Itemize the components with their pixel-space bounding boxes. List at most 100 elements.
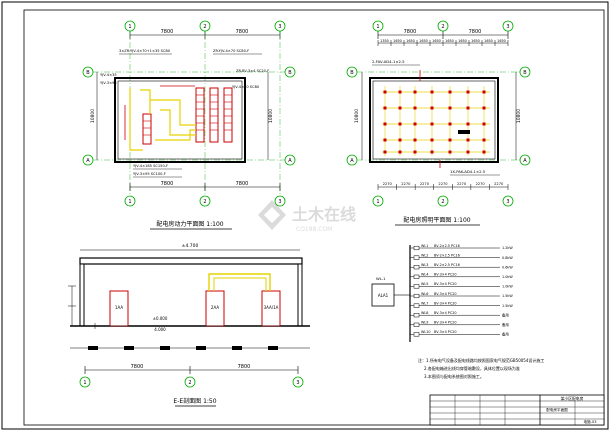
branch-code: WL9 [421,321,428,325]
svg-text:B: B [86,70,90,76]
watermark-main: 土木在线 [292,205,356,224]
branch-desc: BV-3×4 PC20 [434,301,457,305]
svg-text:2AA: 2AA [211,305,219,310]
axis-bubble-left-top-2: 2 [199,20,211,32]
svg-text:1: 1 [128,199,131,205]
power-plan: 7800 7800 1 2 3 B A B A [82,20,296,230]
light-fixture [383,122,387,126]
svg-text:A: A [86,158,90,164]
breaker-icon [413,332,420,337]
svg-text:1: 1 [83,380,86,386]
branch-load: 1.0kW [502,285,513,289]
axis-bubble-right-bottom-2: 2 [437,195,449,207]
lighting-panel [458,130,470,134]
light-fixture [430,122,434,126]
dim-section-1: 7800 [131,364,144,370]
light-fixture [482,122,486,126]
axis-bubble-right-side-a-right: A [519,154,531,166]
axis-bubble-left-top-3: 3 [274,20,286,32]
axis-bubble-left-side-b-right: B [284,66,296,78]
light-fixture [383,138,387,142]
axis-bubble-left-side-a: A [82,154,94,166]
svg-text:A: A [288,158,292,164]
light-fixture [466,138,470,142]
svg-text:B: B [523,70,527,76]
light-fixture [430,90,434,94]
section-span: 4.000 [154,327,166,332]
axis-bubble-right-top-1: 1 [372,20,384,32]
breaker-icon [413,322,420,327]
cabinet-row-left [142,113,152,145]
watermark-sub: CO188.COM [296,226,332,233]
svg-text:1: 1 [376,199,379,205]
section-roof [79,257,303,265]
anno-right-bottom: 1X-PAK-AD4-1×2.5 [450,169,486,174]
branch-desc: BV-3×4 PC20 [434,321,457,325]
axis-bubble-right-bottom-1: 1 [372,195,384,207]
light-fixture [448,90,452,94]
title-block: 某小区配电房 配电房平面图 电施-03 [429,394,605,426]
svg-text:1AA: 1AA [115,305,123,310]
branch-desc: BV-2×2.5 PC16 [434,244,460,248]
breaker-icon [413,265,420,270]
light-fixture [482,90,486,94]
svg-text:2: 2 [188,380,191,386]
branch-code: WL4 [421,273,428,277]
branch-code: WL7 [421,301,428,305]
svg-text:3AA/1A: 3AA/1A [264,305,279,310]
dim-right-bottom: 2270 [457,182,467,186]
dim-right-fine: 1650 [471,39,480,43]
svg-text:2: 2 [203,24,206,30]
dim-right-fine: 1650 [393,39,402,43]
svg-text:7800: 7800 [161,181,174,187]
branch-load: 备用 [502,322,509,327]
svg-text:2: 2 [203,199,206,205]
axis-bubble-right-side-a: A [346,154,358,166]
svg-text:3: 3 [278,199,281,205]
light-fixture [383,150,387,154]
axis-bubble-left-top-1: 1 [124,20,136,32]
branch-load: 0.8kW [502,256,513,260]
dim-right-fine: 1650 [458,39,467,43]
svg-text:B: B [350,70,354,76]
light-fixture [466,106,470,110]
breaker-icon [413,274,420,279]
dim-right-bottom: 2270 [383,182,393,186]
breaker-icon [413,293,420,299]
section-mid-elev: ±0.000 [153,316,168,321]
branch-load: 备用 [502,332,509,337]
light-fixture [383,90,387,94]
cabinet-row-right [195,87,205,143]
light-fixture [448,150,452,154]
title-block-drawing: 配电房平面图 [546,407,568,412]
breaker-icon [413,284,420,289]
breaker-icon [413,303,420,308]
breaker-icon [413,255,420,260]
note-2: 2.各配电箱进出线均穿管暗敷设，具体位置以现场为准 [424,365,520,371]
axis-bubble-left-bottom-2: 2 [199,195,211,207]
dim-left-top-2: 7800 [236,29,249,35]
dim-right-bottom: 2270 [420,182,430,186]
circuit-panel-label: ALA1 [378,293,389,298]
light-fixture [398,90,402,94]
lighting-fixtures [382,70,490,168]
branch-code: WL1 [421,244,428,248]
dim-right-top-1: 7800 [404,29,417,35]
branch-load: 1.5kW [502,294,513,298]
light-fixture [398,150,402,154]
dim-right-fine: 1650 [497,39,506,43]
anno-left-side-2: YJV-3×95 [100,81,117,85]
svg-text:2: 2 [441,199,444,205]
branch-desc: BV-3×4 PC20 [434,282,457,286]
branch-code: WL5 [421,282,428,286]
light-fixture [466,150,470,154]
branch-desc: BV-3×4 PC20 [434,311,457,315]
axis-bubble-right-bottom-3: 3 [502,195,514,207]
svg-text:A: A [523,158,527,164]
dim-section-2: 7800 [238,364,251,370]
branch-code: WL2 [421,253,428,257]
